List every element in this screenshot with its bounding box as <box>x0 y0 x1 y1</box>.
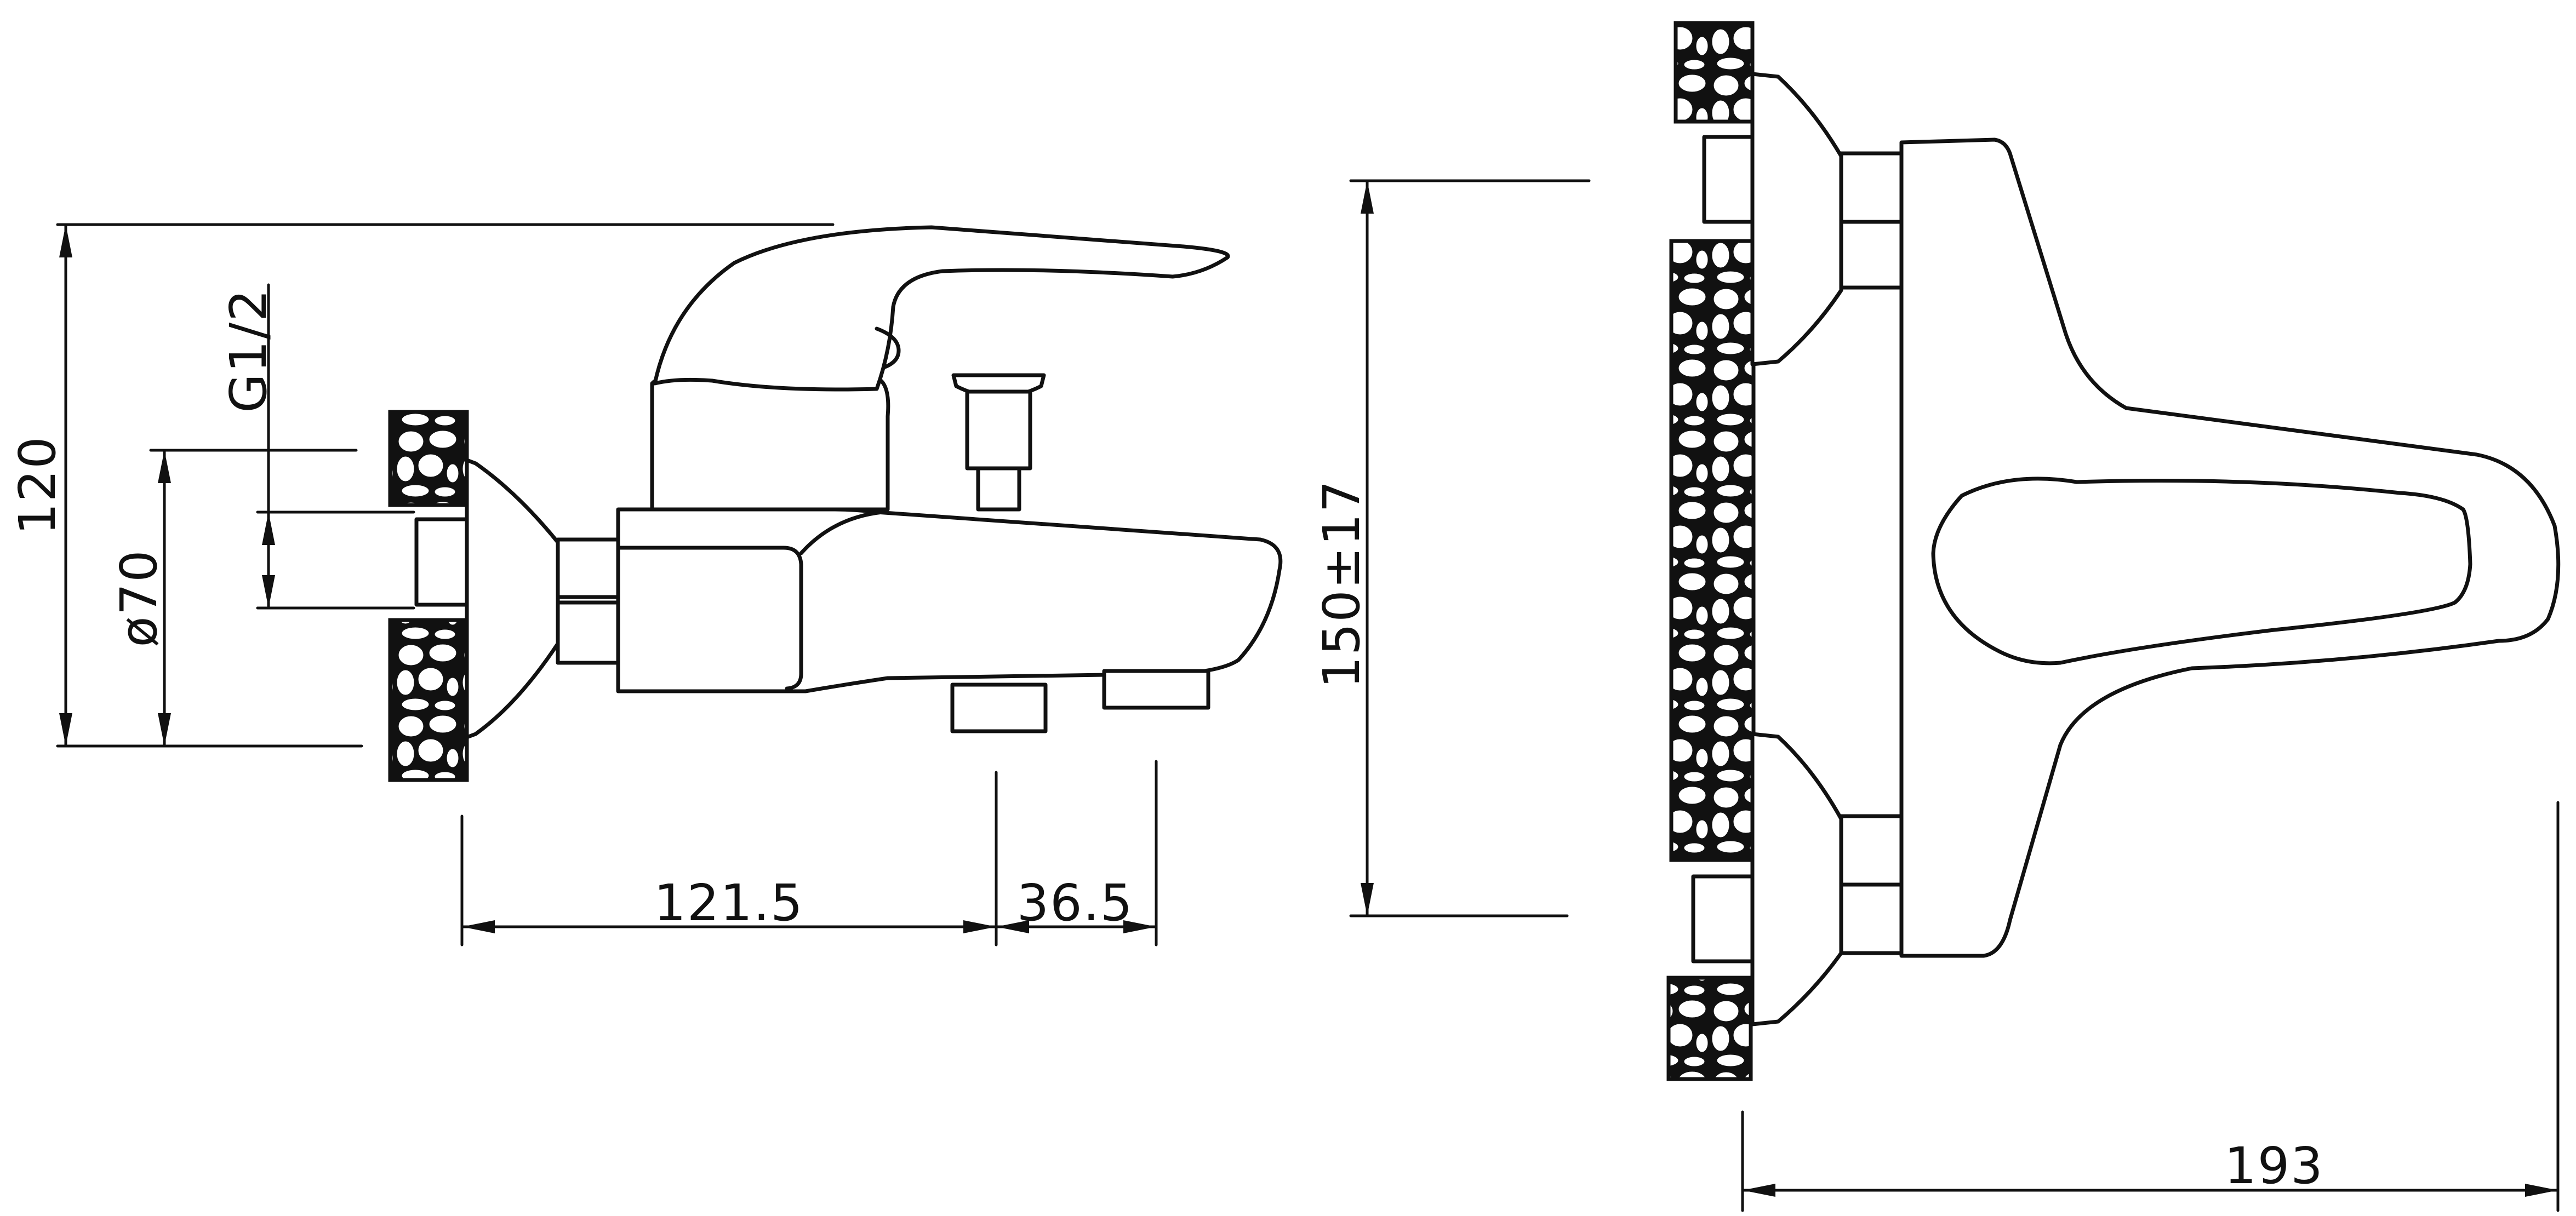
front-body <box>1899 137 2561 958</box>
height-label: 120 <box>8 435 67 535</box>
side-flange <box>465 458 560 739</box>
centers-label: 150±17 <box>1312 479 1371 689</box>
side-hex-lower <box>556 600 620 665</box>
flange-diameter-label: ø70 <box>110 549 168 647</box>
front-hex-lower-b <box>1839 882 1904 955</box>
side-hex-upper <box>556 537 620 599</box>
front-wall-bottom <box>1666 976 1753 1081</box>
side-wall-bottom <box>388 618 469 782</box>
front-wall-opening-upper <box>1702 135 1755 224</box>
side-body <box>616 507 1283 693</box>
side-outlet-hand <box>950 682 1048 733</box>
width-label: 193 <box>2224 1137 2324 1195</box>
side-body-crease <box>799 510 884 555</box>
front-lever-inner <box>1931 477 2472 666</box>
side-lever-hinge <box>875 326 901 369</box>
side-lever <box>653 225 1230 392</box>
front-wall-middle <box>1669 239 1756 862</box>
side-body-panel <box>616 546 803 691</box>
side-cartridge <box>650 369 890 512</box>
front-view: 150±17 193 <box>1312 21 2561 1212</box>
front-hex-upper-b <box>1839 220 1904 290</box>
side-wall-opening <box>414 517 469 607</box>
front-flange-lower <box>1750 732 1843 1026</box>
outlet-distance-label: 36.5 <box>1017 874 1134 932</box>
front-hex-lower-a <box>1839 814 1904 887</box>
front-wall-top <box>1673 21 1755 124</box>
thread-label: G1/2 <box>219 288 278 412</box>
front-hex-upper-a <box>1839 151 1904 224</box>
side-view: 120 ø70 G1/2 121.5 36.5 <box>8 223 1283 947</box>
side-diverter-stem <box>965 389 1032 471</box>
front-wall-opening-lower <box>1691 874 1755 963</box>
side-outlet-spout <box>1102 669 1210 710</box>
depth-label: 121.5 <box>654 874 803 932</box>
side-wall-top <box>388 410 469 507</box>
front-flange-upper <box>1750 72 1843 366</box>
side-diverter-neck <box>976 466 1021 512</box>
